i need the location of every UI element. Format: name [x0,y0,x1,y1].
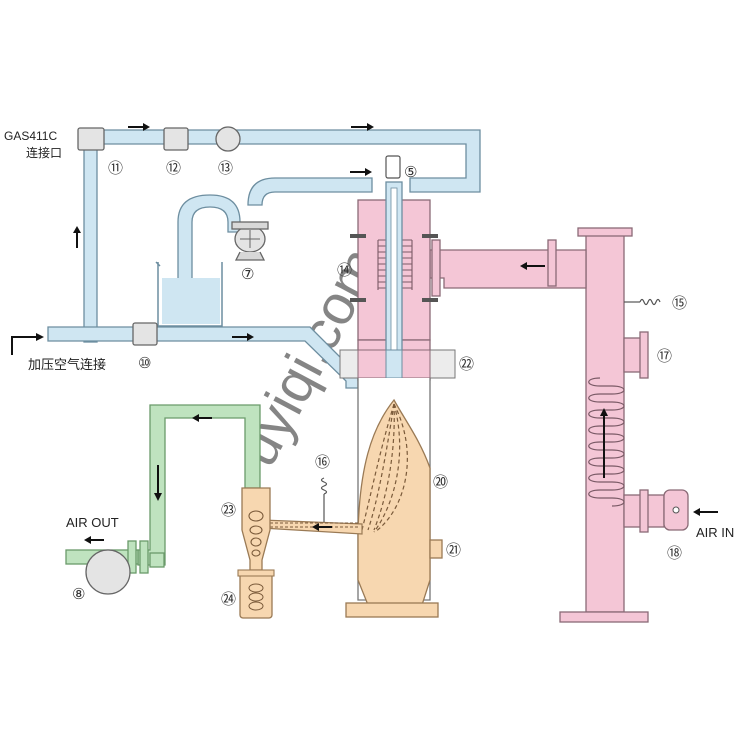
marker-5: ⑤ [404,163,417,181]
gauge-13-circle [215,126,241,152]
marker-21: ㉑ [446,541,461,559]
support-plate-22 [339,349,456,379]
marker-10: ⑩ [138,354,151,372]
air-in-label: AIR IN [696,525,734,540]
air-out-label: AIR OUT [66,515,119,530]
collector-24 [237,569,275,619]
marker-15: ⑮ [672,294,687,312]
filter-11-box [77,127,105,151]
spray-chamber [345,378,443,618]
gas-lines [47,129,481,389]
marker-16: ⑯ [315,453,330,471]
marker-7: ⑦ [241,265,254,283]
liquid-beaker [155,261,223,327]
regulator-10-box [132,322,158,346]
gas-port-label-line1: GAS411C [4,129,57,143]
temperature-sensor-15 [624,298,661,306]
marker-8: ⑧ [72,585,85,603]
inlet-valve [663,489,689,531]
components [77,126,269,595]
marker-17: ⑰ [657,347,672,365]
marker-18: ⑱ [667,544,682,562]
pressurized-air-inlet-arrowhead [36,333,44,341]
marker-23: ㉓ [221,501,236,519]
heater-coil [588,377,625,507]
pressurized-air-inlet-mark [11,336,36,355]
flow-arrows [73,123,718,544]
marker-13: ⑬ [218,159,233,177]
gas-port-label-line2: 连接口 [26,145,62,160]
cyclone-23 [241,487,271,571]
pressurized-air-label: 加压空气连接 [28,357,106,372]
marker-24: ㉔ [221,590,236,608]
marker-11: ⑪ [108,159,123,177]
marker-12: ⑫ [166,159,181,177]
exhaust-lines [65,404,261,574]
valve-12-box [163,127,189,151]
pump-7-detail [240,230,260,248]
marker-22: ㉒ [459,355,474,373]
marker-14: ⑭ [337,261,352,279]
temperature-sensor-16 [320,477,328,522]
marker-20: ⑳ [433,473,448,491]
